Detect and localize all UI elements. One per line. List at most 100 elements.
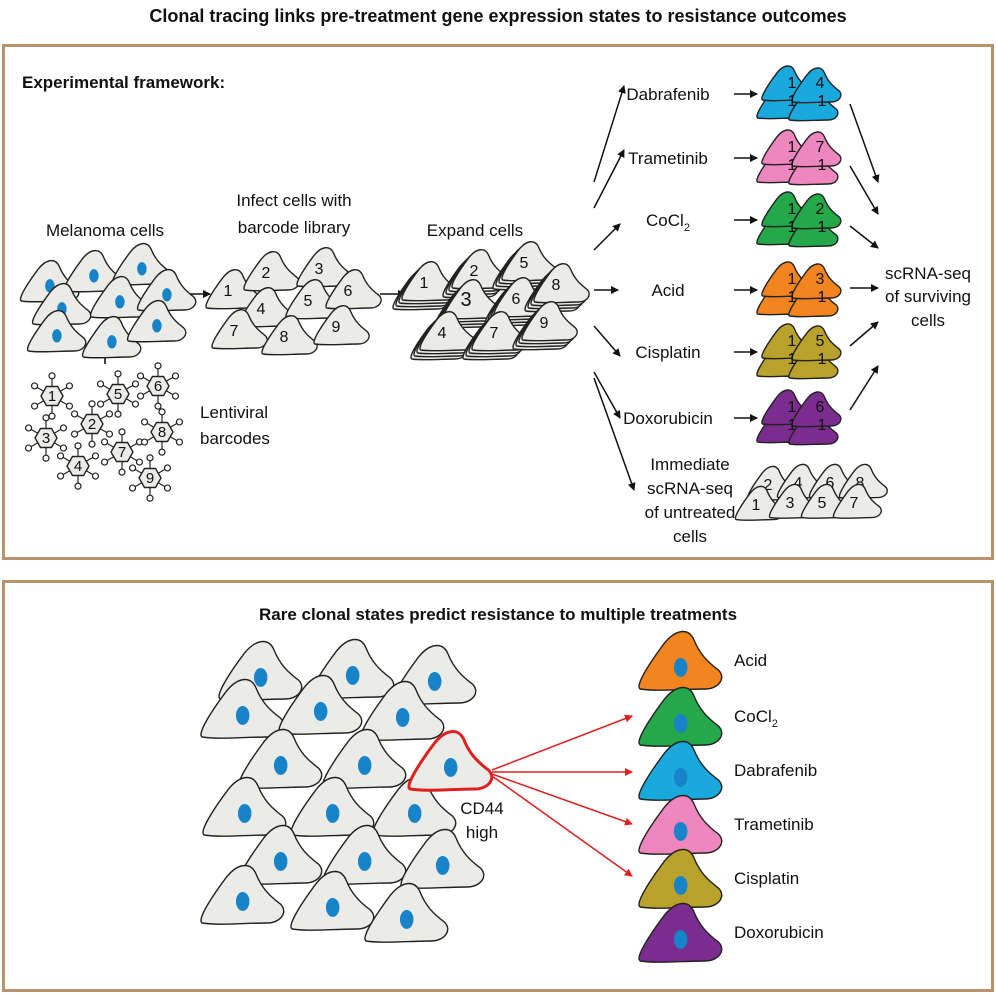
population-cell	[238, 728, 323, 789]
outcome-label-trametinib: Trametinib	[734, 815, 814, 834]
barcode-virus: 2	[70, 400, 114, 448]
untreated-number-7: 7	[850, 495, 859, 512]
barcode-number-4: 4	[257, 301, 266, 318]
melanoma-cell	[26, 309, 87, 353]
red-arrow-cocl2	[491, 714, 633, 771]
nucleus	[325, 803, 340, 823]
nucleus	[673, 767, 688, 787]
nucleus	[673, 929, 688, 949]
branch-arrow-untreated	[593, 377, 636, 491]
nucleus	[162, 288, 172, 302]
barcode-number-5: 5	[304, 293, 313, 310]
expanded-number-6: 6	[512, 291, 521, 308]
nucleus	[273, 755, 288, 775]
population-cell	[200, 864, 285, 925]
population-cell	[202, 776, 287, 837]
converge-arrow-1	[849, 103, 880, 183]
nucleus	[253, 667, 268, 687]
converge-arrow-5	[849, 321, 879, 347]
untreated-line1: Immediate	[650, 455, 729, 474]
resistant-number: 1	[788, 333, 797, 350]
population-cell	[364, 882, 449, 943]
resistant-number: 4	[816, 75, 825, 92]
branch-arrow-doxorubicin	[593, 371, 621, 419]
resistant-number: 5	[816, 333, 825, 350]
resistant-number: 1	[818, 417, 827, 434]
resistant-number: 1	[788, 139, 797, 156]
resistant-number: 1	[818, 351, 827, 368]
population-cell	[278, 674, 363, 735]
svg-text:6: 6	[154, 378, 162, 395]
resistant-number: 1	[788, 93, 797, 110]
nucleus	[345, 665, 360, 685]
experimental-framework-heading: Experimental framework:	[22, 73, 225, 92]
nucleus	[357, 755, 372, 775]
cd44-label-line2: high	[466, 823, 498, 842]
treatment-label-cocl: CoCl2	[646, 211, 690, 234]
cd44-high-cell	[407, 730, 494, 792]
resistant-number: 1	[818, 157, 827, 174]
resistant-number: 1	[788, 271, 797, 288]
resistant-number: 1	[788, 75, 797, 92]
outcome-cell-doxorubicin	[638, 902, 723, 963]
barcode-number-1: 1	[224, 283, 233, 300]
untreated-number-6: 6	[826, 475, 835, 492]
converge-arrow-6	[849, 365, 879, 411]
expanded-cell	[419, 311, 476, 352]
nucleus	[435, 855, 450, 875]
resistant-number: 1	[788, 219, 797, 236]
treatment-label-cisplatin: Cisplatin	[635, 343, 700, 362]
infected-cell	[261, 315, 318, 356]
svg-text:5: 5	[114, 386, 122, 403]
outcome-cell-cisplatin	[638, 848, 723, 909]
nucleus	[89, 269, 99, 283]
svg-text:4: 4	[74, 458, 82, 475]
barcode-virus: 8	[140, 408, 184, 456]
resistant-number: 1	[788, 351, 797, 368]
untreated-number-3: 3	[786, 495, 795, 512]
resistant-number: 1	[788, 289, 797, 306]
population-cell	[290, 870, 375, 931]
nucleus	[313, 701, 328, 721]
outcome-label-cisplatin: Cisplatin	[734, 869, 799, 888]
population-cell	[360, 680, 445, 741]
branch-arrow-trametinib	[593, 149, 625, 209]
infected-cell	[243, 251, 300, 292]
resistant-number: 6	[816, 399, 825, 416]
svg-text:2: 2	[88, 416, 96, 433]
converge-arrow-2	[849, 165, 879, 215]
expanded-cell	[443, 279, 500, 320]
scrna-surviving-line1: scRNA-seq	[885, 264, 971, 283]
outcome-label-cocl: CoCl2	[734, 707, 778, 730]
scrna-surviving-line3: cells	[911, 311, 945, 330]
red-arrow-cisplatin	[491, 775, 633, 877]
lentiviral-label-line2: barcodes	[200, 429, 270, 448]
expanded-number-4: 4	[438, 325, 447, 342]
cd44-label-line1: CD44	[460, 799, 503, 818]
infect-label-line1: Infect cells with	[236, 191, 351, 210]
expanded-cell	[471, 311, 528, 352]
nucleus	[152, 319, 162, 333]
barcode-virus: 4	[56, 442, 100, 490]
lentiviral-label-line1: Lentiviral	[200, 403, 268, 422]
outcome-cell-dabrafenib	[638, 740, 723, 801]
resistant-cell-acid	[791, 263, 842, 300]
barcode-number-8: 8	[280, 329, 289, 346]
expanded-number-5: 5	[520, 255, 529, 272]
population-cell	[322, 824, 407, 885]
untreated-cell	[832, 483, 882, 519]
outcome-cell-cocl	[638, 686, 723, 747]
population-cell	[290, 776, 375, 837]
nucleus	[395, 707, 410, 727]
outcome-cell-acid	[638, 630, 723, 691]
resistant-number: 1	[818, 219, 827, 236]
scrna-surviving-line2: of surviving	[885, 287, 971, 306]
svg-text:7: 7	[118, 444, 126, 461]
untreated-line2: scRNA-seq	[647, 479, 733, 498]
barcode-virus: 5	[96, 370, 140, 418]
nucleus	[673, 875, 688, 895]
barcode-virus: 7	[100, 428, 144, 476]
resistant-number: 3	[816, 271, 825, 288]
barcode-number-6: 6	[344, 283, 353, 300]
